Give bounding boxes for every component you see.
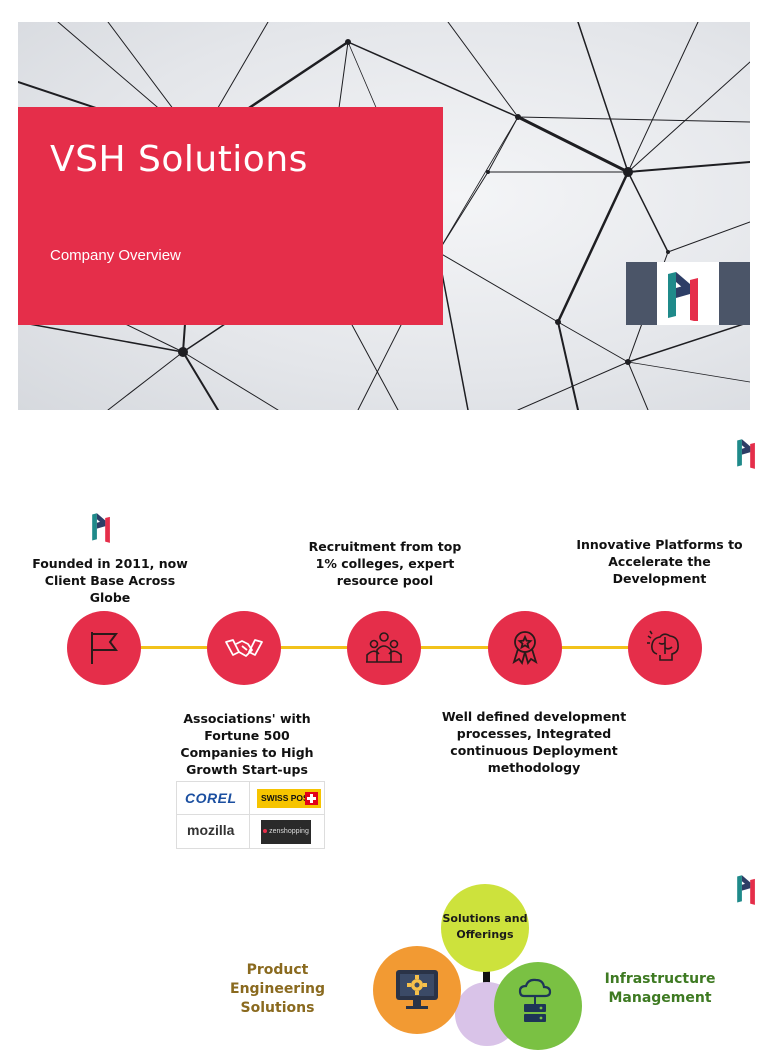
mozilla-logo: mozilla bbox=[187, 822, 235, 838]
timeline-node-platforms bbox=[628, 611, 702, 685]
timeline-caption-platforms: Innovative Platforms to Accelerate the D… bbox=[576, 537, 743, 586]
brain-icon bbox=[647, 630, 679, 661]
swiss-cross-icon bbox=[305, 792, 318, 805]
award-icon bbox=[512, 631, 538, 666]
infrastructure-label: Infrastructure Management bbox=[604, 971, 716, 1006]
company-logo-card bbox=[626, 262, 750, 325]
title-banner: VSH Solutions Company Overview bbox=[18, 107, 443, 325]
timeline-node-founded bbox=[67, 611, 141, 685]
timeline-node-associations bbox=[207, 611, 281, 685]
timeline-node-process bbox=[488, 611, 562, 685]
slide-title: VSH Solutions bbox=[50, 139, 308, 180]
product-engineering-label: Product Engineering Solutions bbox=[230, 962, 325, 1016]
company-logo-icon bbox=[737, 439, 755, 469]
timeline-caption-recruitment: Recruitment from top 1% colleges, expert… bbox=[308, 539, 462, 588]
cloud-server-icon bbox=[518, 978, 552, 1022]
timeline-caption-associations: Associations' with Fortune 500 Companies… bbox=[180, 711, 314, 777]
slide-subtitle: Company Overview bbox=[50, 247, 181, 264]
swisspost-logo: SWISS POST bbox=[257, 789, 321, 808]
title-slide: VSH Solutions Company Overview bbox=[18, 22, 750, 410]
corel-logo: COREL bbox=[185, 790, 237, 806]
timeline-caption-founded: Founded in 2011, now Client Base Across … bbox=[32, 556, 188, 605]
hub-title: Solutions and Offerings bbox=[442, 912, 528, 941]
zenshopping-logo: zenshopping bbox=[261, 820, 311, 844]
timeline-caption-process: Well defined development processes, Inte… bbox=[441, 709, 627, 775]
flag-icon bbox=[91, 632, 118, 664]
handshake-icon bbox=[225, 639, 263, 657]
monitor-gear-icon bbox=[396, 970, 438, 1009]
solutions-hub-circle: Solutions and Offerings bbox=[441, 884, 529, 972]
infrastructure-circle bbox=[494, 962, 582, 1050]
company-logo-icon bbox=[92, 513, 110, 543]
company-logo-icon bbox=[737, 875, 755, 905]
product-engineering-circle bbox=[373, 946, 461, 1034]
client-logos: COREL SWISS POST mozilla zenshopping bbox=[176, 781, 325, 849]
timeline-node-recruitment bbox=[347, 611, 421, 685]
company-logo-icon bbox=[668, 272, 698, 321]
team-icon bbox=[366, 632, 402, 663]
